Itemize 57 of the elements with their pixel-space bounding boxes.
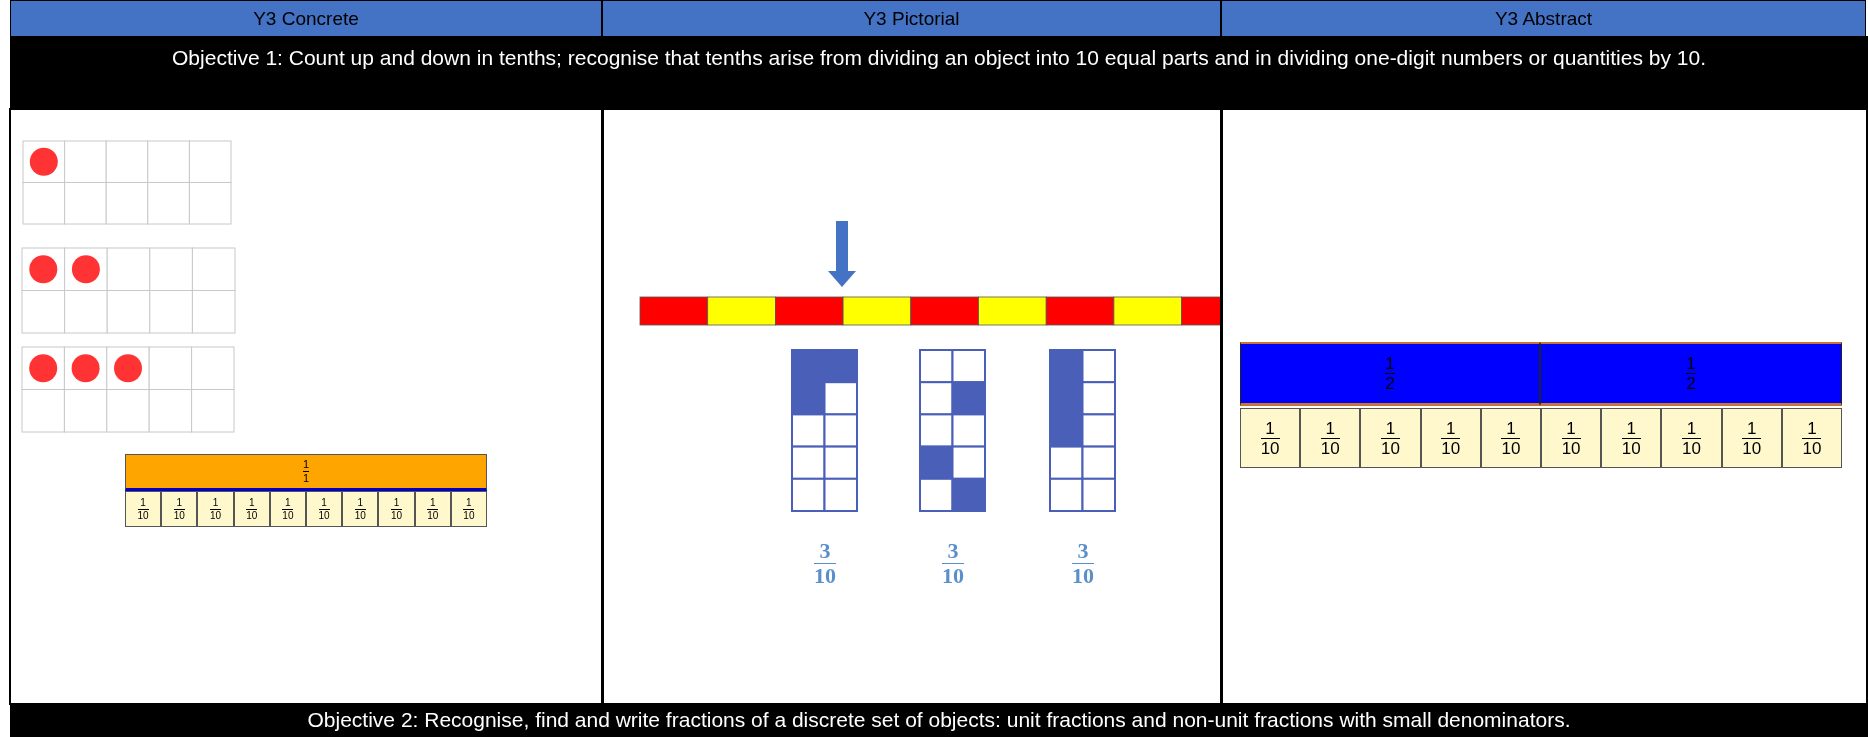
numerator: 1: [1325, 419, 1335, 437]
numerator: 1: [321, 497, 327, 508]
numerator: 1: [393, 497, 400, 508]
numerator: 3: [819, 540, 831, 562]
denominator: 2: [1686, 375, 1696, 392]
numerator: 1: [302, 459, 310, 470]
column-header: Y3 Pictorial: [602, 0, 1221, 37]
denominator: 10: [354, 510, 366, 521]
denominator: 10: [1682, 439, 1701, 457]
denominator: 10: [173, 510, 185, 521]
numerator: 1: [1566, 419, 1576, 437]
objective-banner: Objective 2: Recognise, find and write fractions of a discrete set of objects: unit fractions and non-unit fractions with small denominators.: [10, 703, 1868, 737]
denominator: 10: [1802, 439, 1822, 457]
denominator: 10: [137, 510, 149, 521]
denominator: 10: [427, 510, 439, 521]
numerator: 1: [1506, 419, 1516, 437]
numerator: 1: [176, 497, 183, 508]
denominator: 10: [209, 510, 222, 521]
numerator: 1: [429, 497, 436, 508]
denominator: 10: [1441, 439, 1461, 457]
denominator: 10: [390, 510, 403, 521]
denominator: 10: [1501, 439, 1521, 457]
numerator: 1: [1807, 419, 1817, 437]
numerator: 1: [1686, 355, 1696, 372]
denominator: 10: [1561, 439, 1581, 457]
denominator: 1: [302, 473, 310, 484]
numerator: 3: [947, 540, 959, 562]
numerator: 1: [1385, 355, 1395, 372]
numerator: 3: [1077, 540, 1089, 562]
denominator: 10: [1742, 439, 1762, 457]
numerator: 1: [140, 497, 146, 508]
column-header: Y3 Abstract: [1221, 0, 1866, 37]
numerator: 1: [285, 497, 291, 508]
numerator: 1: [212, 497, 219, 508]
denominator: 10: [282, 510, 294, 521]
denominator: 10: [318, 510, 330, 521]
denominator: 10: [942, 565, 964, 587]
numerator: 1: [1445, 419, 1456, 437]
numerator: 1: [1746, 419, 1757, 437]
numerator: 1: [1626, 419, 1636, 437]
numerator: 1: [1265, 419, 1275, 437]
denominator: 10: [463, 510, 475, 521]
numerator: 1: [1686, 419, 1697, 437]
denominator: 10: [1381, 439, 1400, 457]
denominator: 2: [1385, 375, 1395, 392]
numerator: 1: [1385, 419, 1396, 437]
denominator: 10: [1621, 439, 1641, 457]
numerator: 1: [248, 497, 255, 508]
denominator: 10: [1260, 439, 1280, 457]
denominator: 10: [1072, 565, 1094, 587]
numerator: 1: [466, 497, 472, 508]
objective-banner: Objective 1: Count up and down in tenths; recognise that tenths arise from dividing an object into 10 equal parts and in dividing one-digit numbers or quantities by 10.: [10, 36, 1868, 110]
numerator: 1: [357, 497, 364, 508]
denominator: 10: [1320, 439, 1340, 457]
denominator: 10: [246, 510, 258, 521]
denominator: 10: [814, 565, 836, 587]
column-header: Y3 Concrete: [10, 0, 602, 37]
